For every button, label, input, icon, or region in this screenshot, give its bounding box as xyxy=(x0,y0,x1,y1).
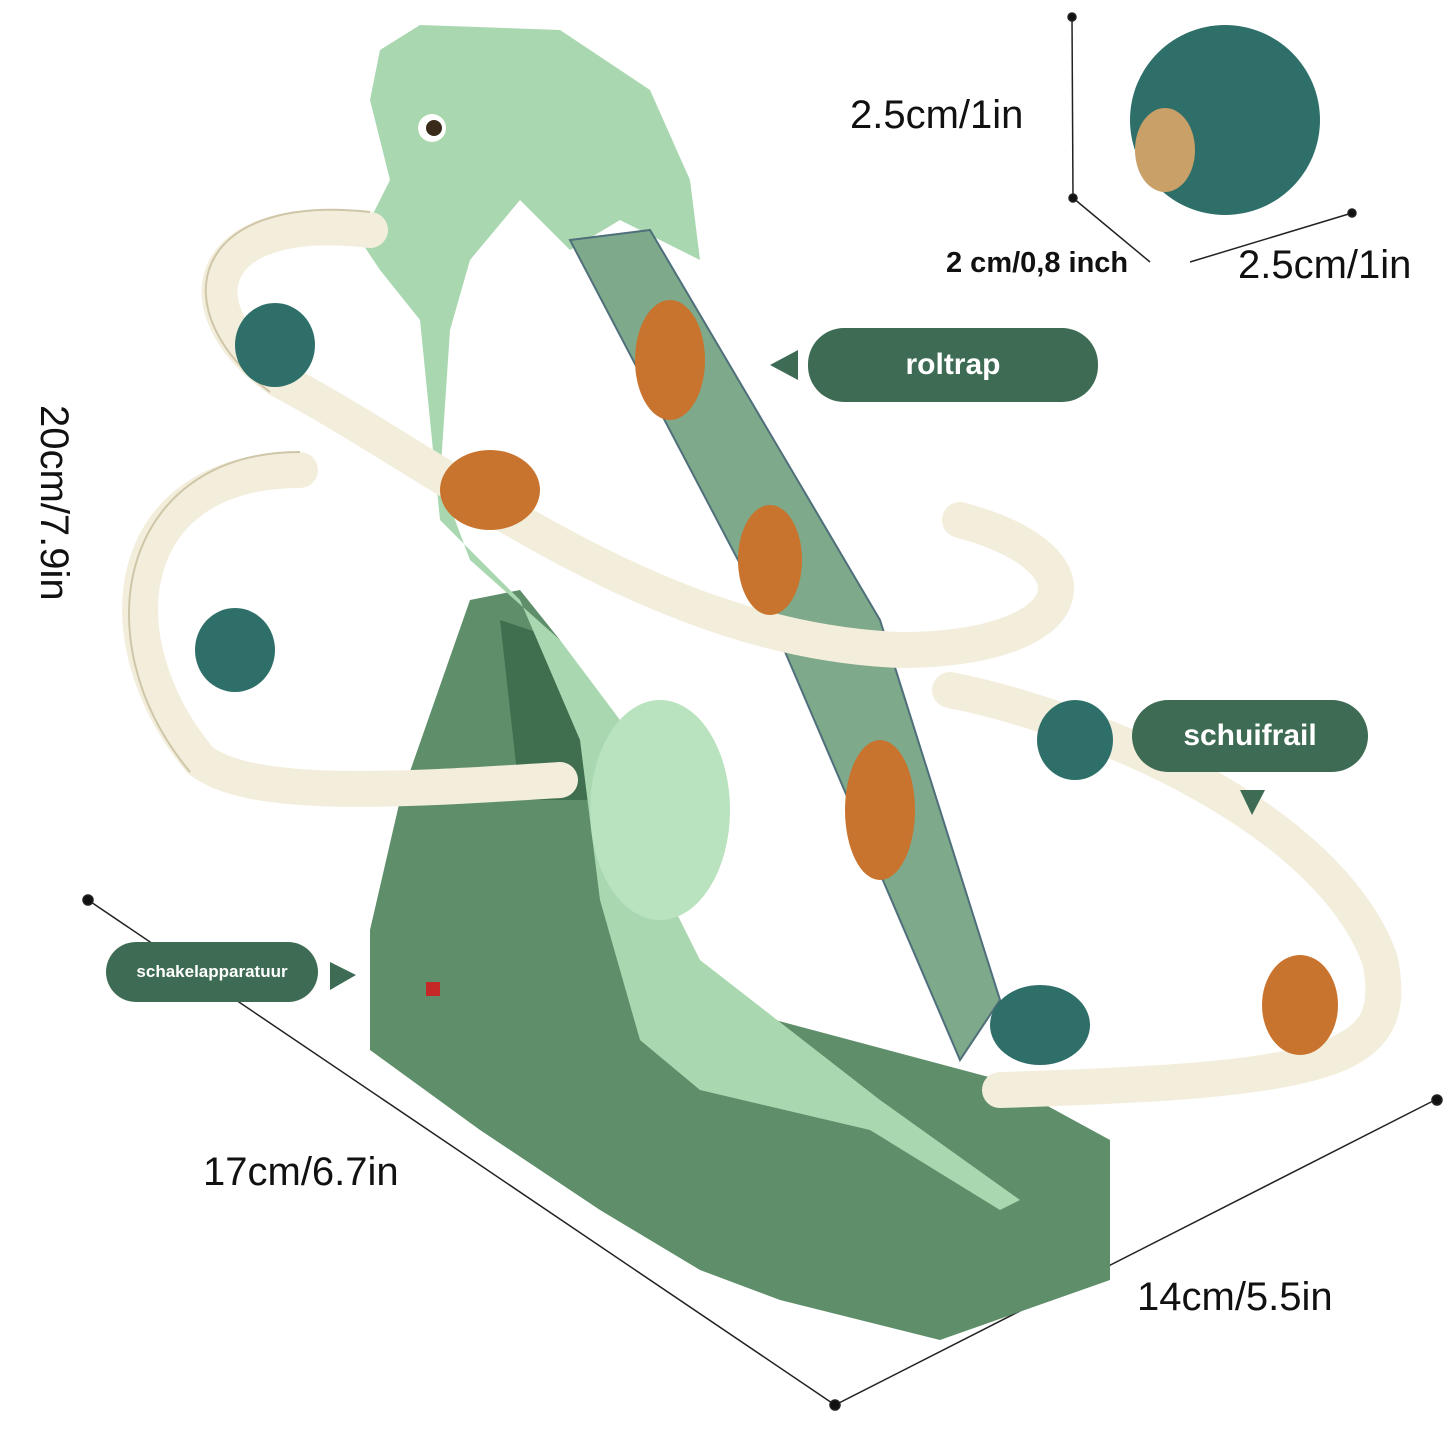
label-slide-rail: schuifrail xyxy=(1132,700,1368,772)
teal-figures xyxy=(195,25,1320,1065)
track xyxy=(122,209,1402,1108)
dino-body xyxy=(360,25,1020,1210)
label-escalator: roltrap xyxy=(808,328,1098,402)
figure-dimension-depth: 2 cm/0,8 inch xyxy=(946,247,1129,279)
figure-dimension-height: 2.5cm/1in xyxy=(850,93,1024,137)
switch-button xyxy=(426,982,440,996)
dimension-width: 14cm/5.5in xyxy=(1137,1275,1333,1319)
orange-figures xyxy=(440,300,1338,1055)
dimension-lines xyxy=(82,12,1443,1411)
dimension-height: 20cm/7.9in xyxy=(32,405,76,601)
label-switch: schakelapparatuur xyxy=(106,942,318,1002)
figure-dimension-width: 2.5cm/1in xyxy=(1238,243,1412,287)
dimension-length: 17cm/6.7in xyxy=(203,1150,399,1194)
